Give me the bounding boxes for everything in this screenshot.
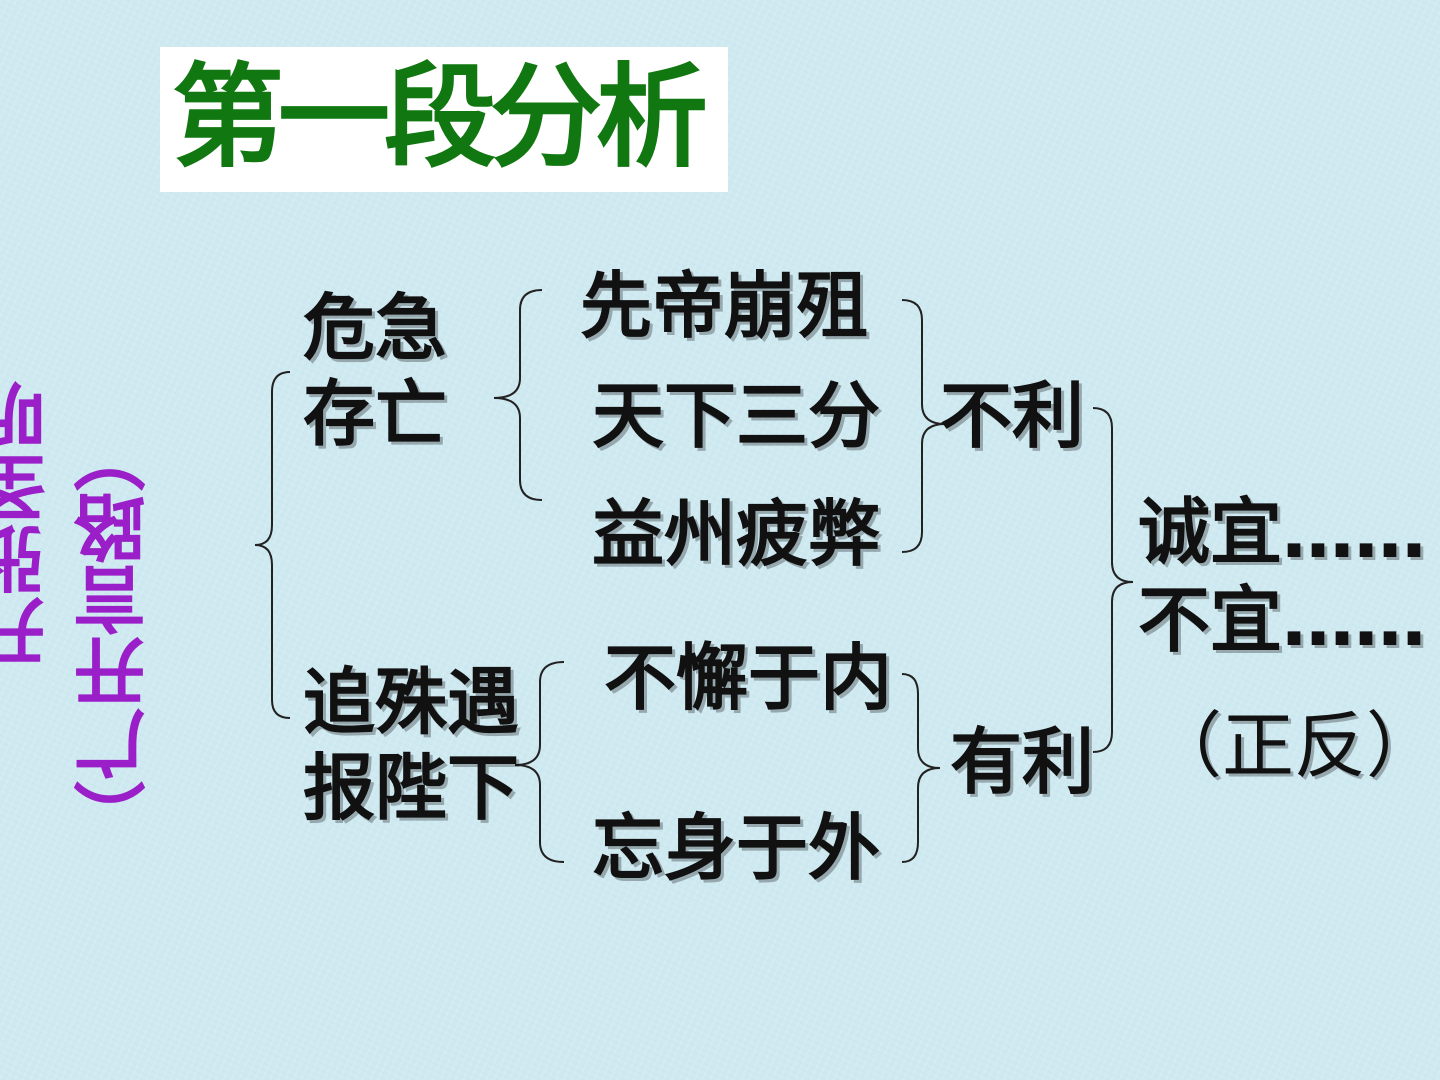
slide-title: 第一段分析	[172, 53, 708, 183]
branch-bottom-line2: 报陛下	[303, 746, 520, 830]
bracket-bottom-right	[901, 673, 941, 863]
branch-top-line2: 存亡	[303, 372, 448, 456]
item-4: 不懈于内	[604, 636, 893, 720]
item-1: 先帝崩殂	[580, 264, 869, 348]
conclusion-line3: （正反）	[1150, 704, 1439, 788]
branch-bottom-line1: 追殊遇	[303, 660, 520, 744]
conclusion-line1: 诚宜……	[1138, 490, 1427, 574]
title-box	[160, 47, 728, 192]
bracket-top-right	[901, 299, 946, 553]
result-good: 有利	[950, 720, 1095, 804]
item-5: 忘身于外	[592, 806, 881, 890]
bracket-bottom-left	[514, 661, 565, 863]
item-2: 天下三分	[592, 374, 881, 458]
bracket-main	[254, 371, 291, 719]
result-bad: 不利	[940, 374, 1085, 458]
bracket-final	[1092, 407, 1134, 753]
item-3: 益州疲弊	[592, 492, 881, 576]
conclusion-line2: 不宜……	[1138, 578, 1427, 662]
bracket-top-left	[493, 289, 543, 501]
branch-top-line1: 危急	[303, 286, 448, 370]
